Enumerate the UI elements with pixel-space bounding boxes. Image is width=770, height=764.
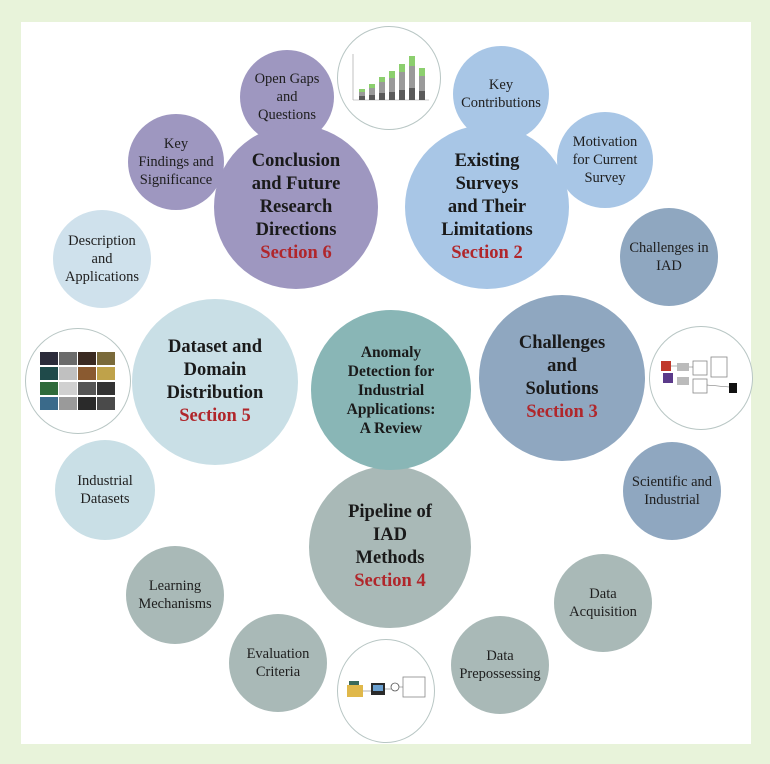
section-5-label: Section 5 xyxy=(179,406,251,426)
dataset-samples-thumbnail xyxy=(25,328,131,434)
section-6-label: Section 6 xyxy=(260,242,332,263)
section-2-label: Section 2 xyxy=(451,242,523,263)
framework-diagram-thumbnail xyxy=(649,326,753,430)
section-3-label: Section 3 xyxy=(526,402,598,422)
section-4-label: Section 4 xyxy=(354,571,426,591)
bar-chart-thumbnail xyxy=(337,26,441,130)
pipeline-diagram-thumbnail xyxy=(337,639,435,743)
